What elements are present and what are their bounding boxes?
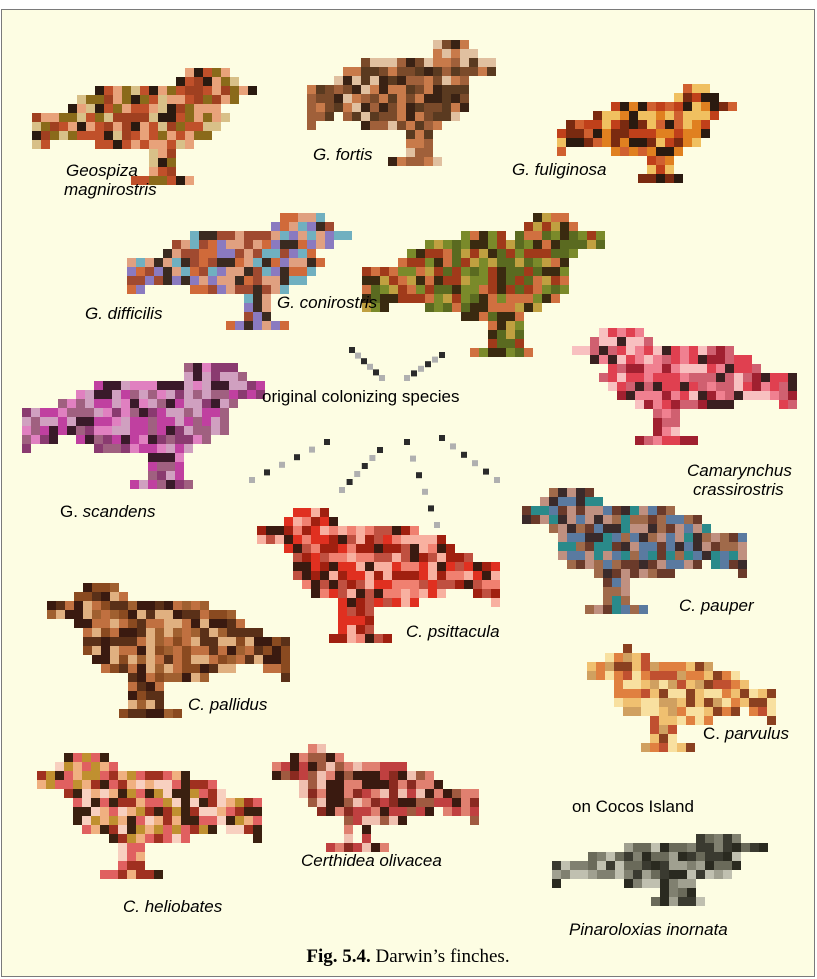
branch-dash xyxy=(428,505,434,511)
finch-certhidea-olivacea xyxy=(272,744,479,852)
branch-dash xyxy=(349,347,355,353)
caption-text: Darwin’s finches. xyxy=(371,946,510,967)
label-certhidea-olivacea: Certhidea olivacea xyxy=(301,851,442,870)
branch-dash xyxy=(279,462,285,468)
figure-frame: Geospiza magnirostris G. fortis G. fulig… xyxy=(1,9,815,977)
branch-dash xyxy=(432,357,438,363)
branch-dash xyxy=(373,369,379,375)
label-on-cocos-island: on Cocos Island xyxy=(572,797,694,816)
branch-dash xyxy=(483,469,489,475)
label-c-heliobates: C. heliobates xyxy=(123,897,222,916)
label-genus: C. xyxy=(703,724,725,743)
label-line: magnirostris xyxy=(64,180,157,199)
branch-dash xyxy=(249,477,255,483)
branch-dash xyxy=(422,489,428,495)
branch-dash xyxy=(461,452,467,458)
branch-dash xyxy=(439,352,445,358)
label-line: crassirostris xyxy=(687,480,792,499)
label-g-difficilis: G. difficilis xyxy=(85,304,162,323)
label-geospiza-magnirostris: Geospiza magnirostris xyxy=(64,161,157,199)
branch-dash xyxy=(294,454,300,460)
branch-dash xyxy=(411,370,417,376)
branch-dash xyxy=(354,471,360,477)
branch-dash xyxy=(425,361,431,367)
caption-number: Fig. 5.4. xyxy=(306,946,370,967)
finch-g-scandens xyxy=(22,363,265,489)
label-camarynchus-crassirostris: Camarynchus crassirostris xyxy=(687,461,792,499)
branch-dash xyxy=(347,479,353,485)
branch-dash xyxy=(434,522,440,528)
label-g-fuliginosa: G. fuliginosa xyxy=(512,160,607,179)
branch-dash xyxy=(369,455,375,461)
label-line: Camarynchus xyxy=(687,461,792,480)
branch-dash xyxy=(439,435,445,441)
branch-dash xyxy=(450,443,456,449)
finch-pinaroloxias-inornata xyxy=(552,834,768,906)
branch-dash xyxy=(367,364,373,370)
branch-dash xyxy=(404,375,410,381)
label-genus: G. xyxy=(60,502,83,521)
branch-dash xyxy=(339,487,345,493)
label-c-psittacula: C. psittacula xyxy=(406,622,500,641)
label-line: Geospiza xyxy=(64,161,157,180)
branch-dash xyxy=(472,460,478,466)
branch-dash xyxy=(355,353,361,359)
branch-dash xyxy=(410,456,416,462)
label-pinaroloxias-inornata: Pinaroloxias inornata xyxy=(569,920,728,939)
label-original-colonizing-species: original colonizing species xyxy=(262,387,460,406)
figure-caption: Fig. 5.4. Darwin’s finches. xyxy=(2,946,814,968)
label-c-pauper: C. pauper xyxy=(679,596,754,615)
branch-dash xyxy=(418,366,424,372)
label-species: scandens xyxy=(83,502,156,521)
branch-dash xyxy=(404,439,410,445)
branch-dash xyxy=(324,439,330,445)
branch-dash xyxy=(362,463,368,469)
label-species: parvulus xyxy=(725,724,789,743)
label-c-pallidus: C. pallidus xyxy=(188,695,267,714)
branch-dash xyxy=(377,447,383,453)
branch-dash xyxy=(416,472,422,478)
branch-dash xyxy=(361,358,367,364)
branch-dash xyxy=(309,447,315,453)
label-g-conirostris: G. conirostris xyxy=(277,293,377,312)
branch-dash xyxy=(379,375,385,381)
label-c-parvulus: C. parvulus xyxy=(703,724,789,743)
finch-g-conirostris xyxy=(362,213,605,357)
finch-c-heliobates xyxy=(37,753,262,879)
label-g-scandens: G. scandens xyxy=(60,502,155,521)
branch-dash xyxy=(264,469,270,475)
finch-camarynchus-crassirostris xyxy=(572,328,797,445)
label-g-fortis: G. fortis xyxy=(313,145,373,164)
branch-dash xyxy=(494,477,500,483)
